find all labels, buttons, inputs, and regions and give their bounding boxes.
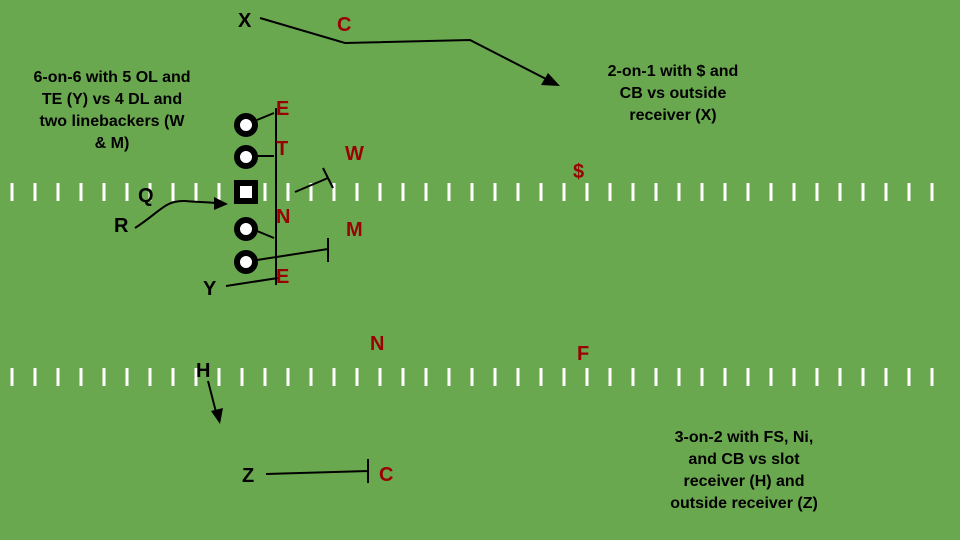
defender-n-nickel: N [370,333,384,355]
x-route-arrowhead [541,73,560,86]
rb-path [134,199,217,229]
defender-n-line: N [276,206,290,228]
note-outside-drill: 2-on-1 with $ and CB vs outside receiver… [607,63,739,124]
offensive-lineman-5 [234,250,258,274]
player-z: Z [242,465,254,487]
x-route [259,17,549,81]
offense-labels: X Q R Y H Z [114,10,254,487]
player-q: Q [138,185,154,207]
tackle-block [256,112,275,121]
defender-w: W [345,143,364,165]
offensive-line [234,113,258,274]
defender-safety: $ [573,161,584,183]
offensive-lineman-1 [234,113,258,137]
defender-e-bottom: E [276,266,289,288]
defender-c-bottom: C [379,464,393,486]
note-slot-drill: 3-on-2 with FS, Ni, and CB vs slot recei… [670,429,818,512]
player-y: Y [203,278,217,300]
yard-line-hashes-upper [10,183,934,201]
defender-t: T [276,138,288,160]
defense-labels: C E T N E W M $ N F C [276,14,589,486]
z-block-to-c [265,459,369,483]
guard2-block [256,230,275,239]
player-x: X [238,10,252,32]
player-h: H [196,360,210,382]
center-square [234,180,258,204]
note-inside-drill: 6-on-6 with 5 OL and TE (Y) vs 4 DL and … [33,69,191,152]
offensive-lineman-4 [234,217,258,241]
tackle2-block-to-m [256,238,329,262]
defender-c-top: C [337,14,351,36]
offensive-lineman-2 [234,145,258,169]
center-block-to-w [294,167,334,193]
te-block [225,277,279,287]
yard-line-hashes-lower [10,368,934,386]
defender-f: F [577,343,589,365]
defender-e-top: E [276,98,289,120]
rb-path-arrowhead [214,197,228,210]
h-route-arrowhead [211,408,223,424]
blocking-assignments [225,112,369,483]
defender-m: M [346,219,363,241]
player-r: R [114,215,129,237]
h-route [207,380,217,413]
